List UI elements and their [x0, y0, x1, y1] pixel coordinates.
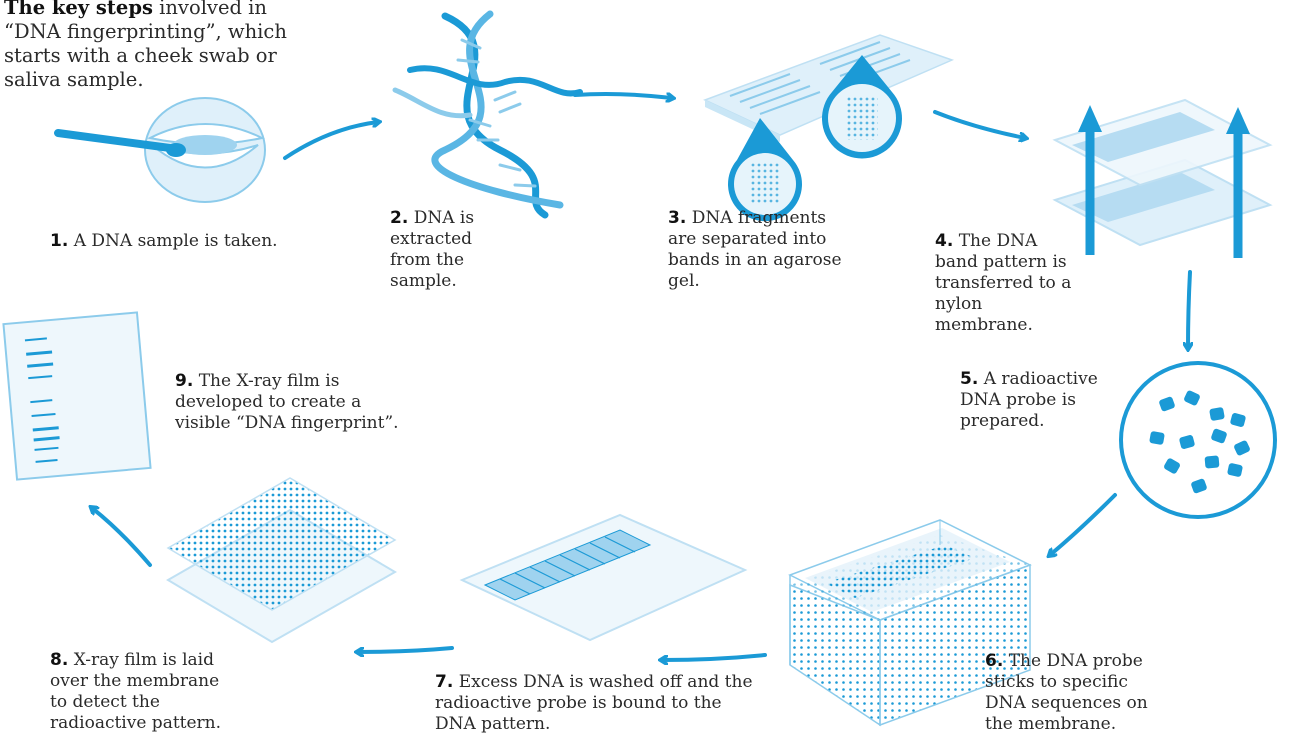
arrow-1-2: [283, 122, 378, 160]
arrow-6-7b: [662, 653, 767, 660]
hybridization-tank-icon: [788, 519, 1032, 727]
step-2-number: 2.: [390, 208, 409, 228]
step-2-text: DNA is extracted from the sample.: [390, 208, 475, 291]
arrow-5-6: [1050, 493, 1117, 555]
step-7-caption: 7. Excess DNA is washed off and the radi…: [435, 672, 765, 735]
intro-bold: The key steps: [4, 0, 153, 19]
washed-membrane-icon: [459, 513, 748, 642]
intro-text: The key steps involved in “DNA fingerpri…: [4, 0, 304, 92]
intro-rest: involved in “DNA fingerprinting”, which …: [4, 0, 287, 91]
step-4-text: The DNA band pattern is transferred to a…: [935, 231, 1072, 335]
step-3-text: DNA fragments are separated into bands i…: [668, 208, 842, 291]
step-3-number: 3.: [668, 208, 687, 228]
step-3-caption: 3. DNA fragments are separated into band…: [668, 208, 848, 292]
step-5-text: A radioactive DNA probe is prepared.: [960, 369, 1098, 431]
probe-dish-icon: [1119, 361, 1277, 519]
step-8-caption: 8. X-ray film is laid over the membrane …: [50, 650, 230, 734]
step-8-text: X-ray film is laid over the membrane to …: [50, 650, 222, 733]
step-1-text: A DNA sample is taken.: [68, 231, 278, 251]
step-9-text: The X-ray film is developed to create a …: [175, 371, 399, 433]
step-9-caption: 9. The X-ray film is developed to create…: [175, 371, 405, 434]
gel-plate-icon: [703, 34, 955, 222]
step-9-number: 9.: [175, 371, 194, 391]
step-7-number: 7.: [435, 672, 454, 692]
step-6-number: 6.: [985, 651, 1004, 671]
arrow-7-8: [358, 646, 454, 652]
arrow-8-9: [92, 508, 152, 567]
mouth-swab-icon: [54, 97, 266, 203]
step-4-caption: 4. The DNA band pattern is transferred t…: [935, 231, 1085, 336]
step-5-number: 5.: [960, 369, 979, 389]
membrane-transfer-icon: [1052, 98, 1273, 258]
step-7-text: Excess DNA is washed off and the radioac…: [435, 672, 753, 734]
step-6-caption: 6. The DNA probe sticks to specific DNA …: [985, 651, 1155, 735]
step-8-number: 8.: [50, 650, 69, 670]
arrow-4-5: [1188, 270, 1190, 348]
dna-fingerprint-film-icon: [2, 311, 152, 481]
dna-helix-icon: [392, 10, 583, 219]
step-1-number: 1.: [50, 231, 69, 251]
arrow-3-4: [933, 110, 1025, 138]
step-1-caption: 1. A DNA sample is taken.: [50, 231, 310, 252]
step-4-number: 4.: [935, 231, 954, 251]
step-5-caption: 5. A radioactive DNA probe is prepared.: [960, 369, 1100, 432]
flow-arrows: [92, 92, 1190, 660]
xray-film-overlay-icon: [166, 477, 397, 644]
step-6-text: The DNA probe sticks to specific DNA seq…: [985, 651, 1148, 734]
step-2-caption: 2. DNA is extracted from the sample.: [390, 208, 515, 292]
arrow-2-3: [573, 92, 672, 98]
